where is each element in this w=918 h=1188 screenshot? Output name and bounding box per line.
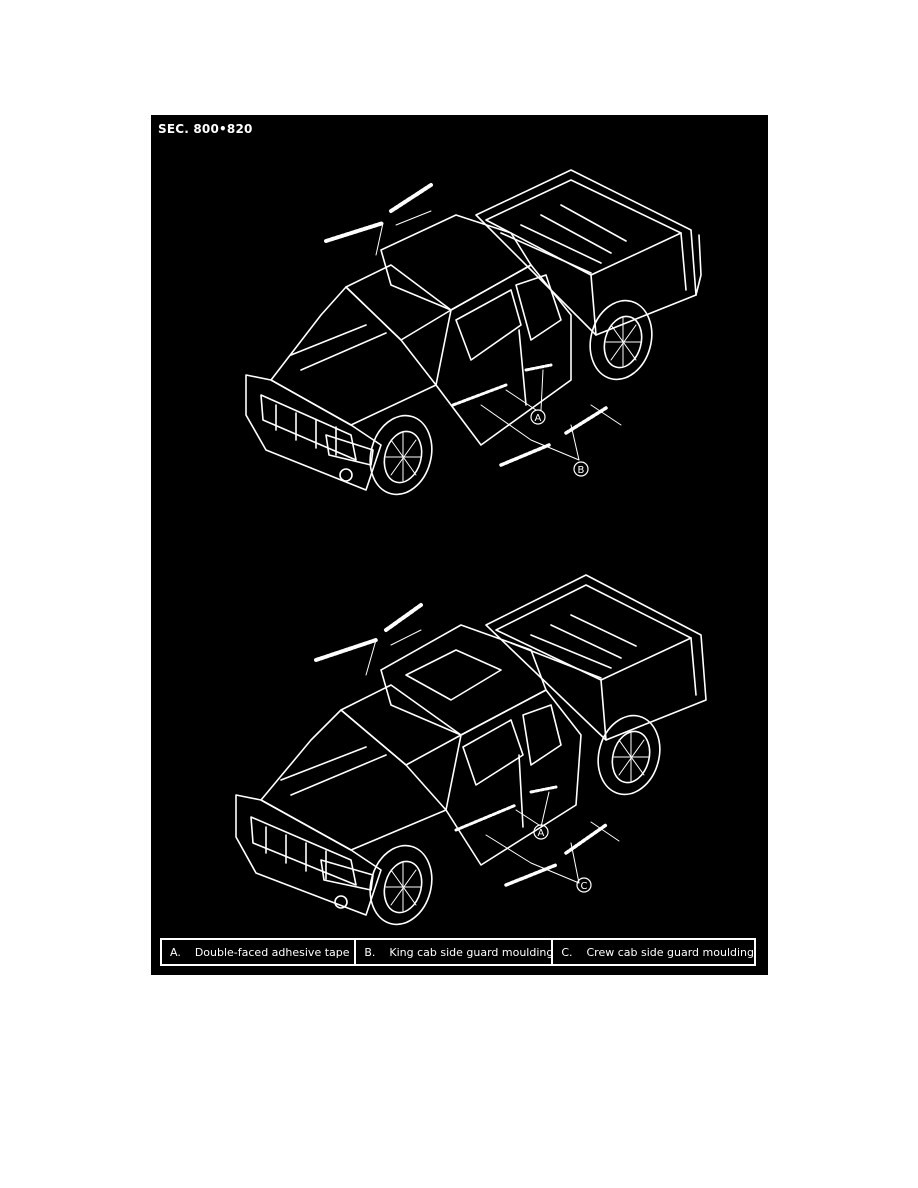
legend-text: Crew cab side guard moulding bbox=[586, 945, 755, 959]
legend-key: B. bbox=[364, 945, 376, 959]
section-label: SEC. 800•820 bbox=[158, 122, 253, 136]
legend: A. Double-faced adhesive tape B. King ca… bbox=[160, 938, 756, 966]
legend-item-c: C. Crew cab side guard moulding bbox=[551, 940, 754, 964]
svg-text:A: A bbox=[535, 413, 542, 424]
callout-b-top: B bbox=[573, 461, 589, 477]
legend-item-b: B. King cab side guard moulding bbox=[354, 940, 554, 964]
svg-text:C: C bbox=[581, 881, 588, 892]
svg-text:B: B bbox=[578, 465, 585, 476]
legend-item-a: A. Double-faced adhesive tape bbox=[162, 940, 354, 964]
legend-text: King cab side guard moulding bbox=[389, 945, 554, 959]
king-cab-truck bbox=[245, 169, 702, 496]
callout-c-bottom: C bbox=[576, 877, 592, 893]
svg-text:A: A bbox=[538, 828, 545, 839]
callout-a-top: A bbox=[530, 409, 546, 425]
diagram-figure: SEC. 800•820 bbox=[151, 115, 768, 975]
legend-text: Double-faced adhesive tape bbox=[194, 945, 350, 959]
legend-key: C. bbox=[561, 945, 573, 959]
truck-illustrations: A B bbox=[235, 169, 707, 926]
crew-cab-truck bbox=[235, 574, 707, 926]
callout-a-bottom: A bbox=[533, 824, 549, 840]
legend-key: A. bbox=[170, 945, 181, 959]
